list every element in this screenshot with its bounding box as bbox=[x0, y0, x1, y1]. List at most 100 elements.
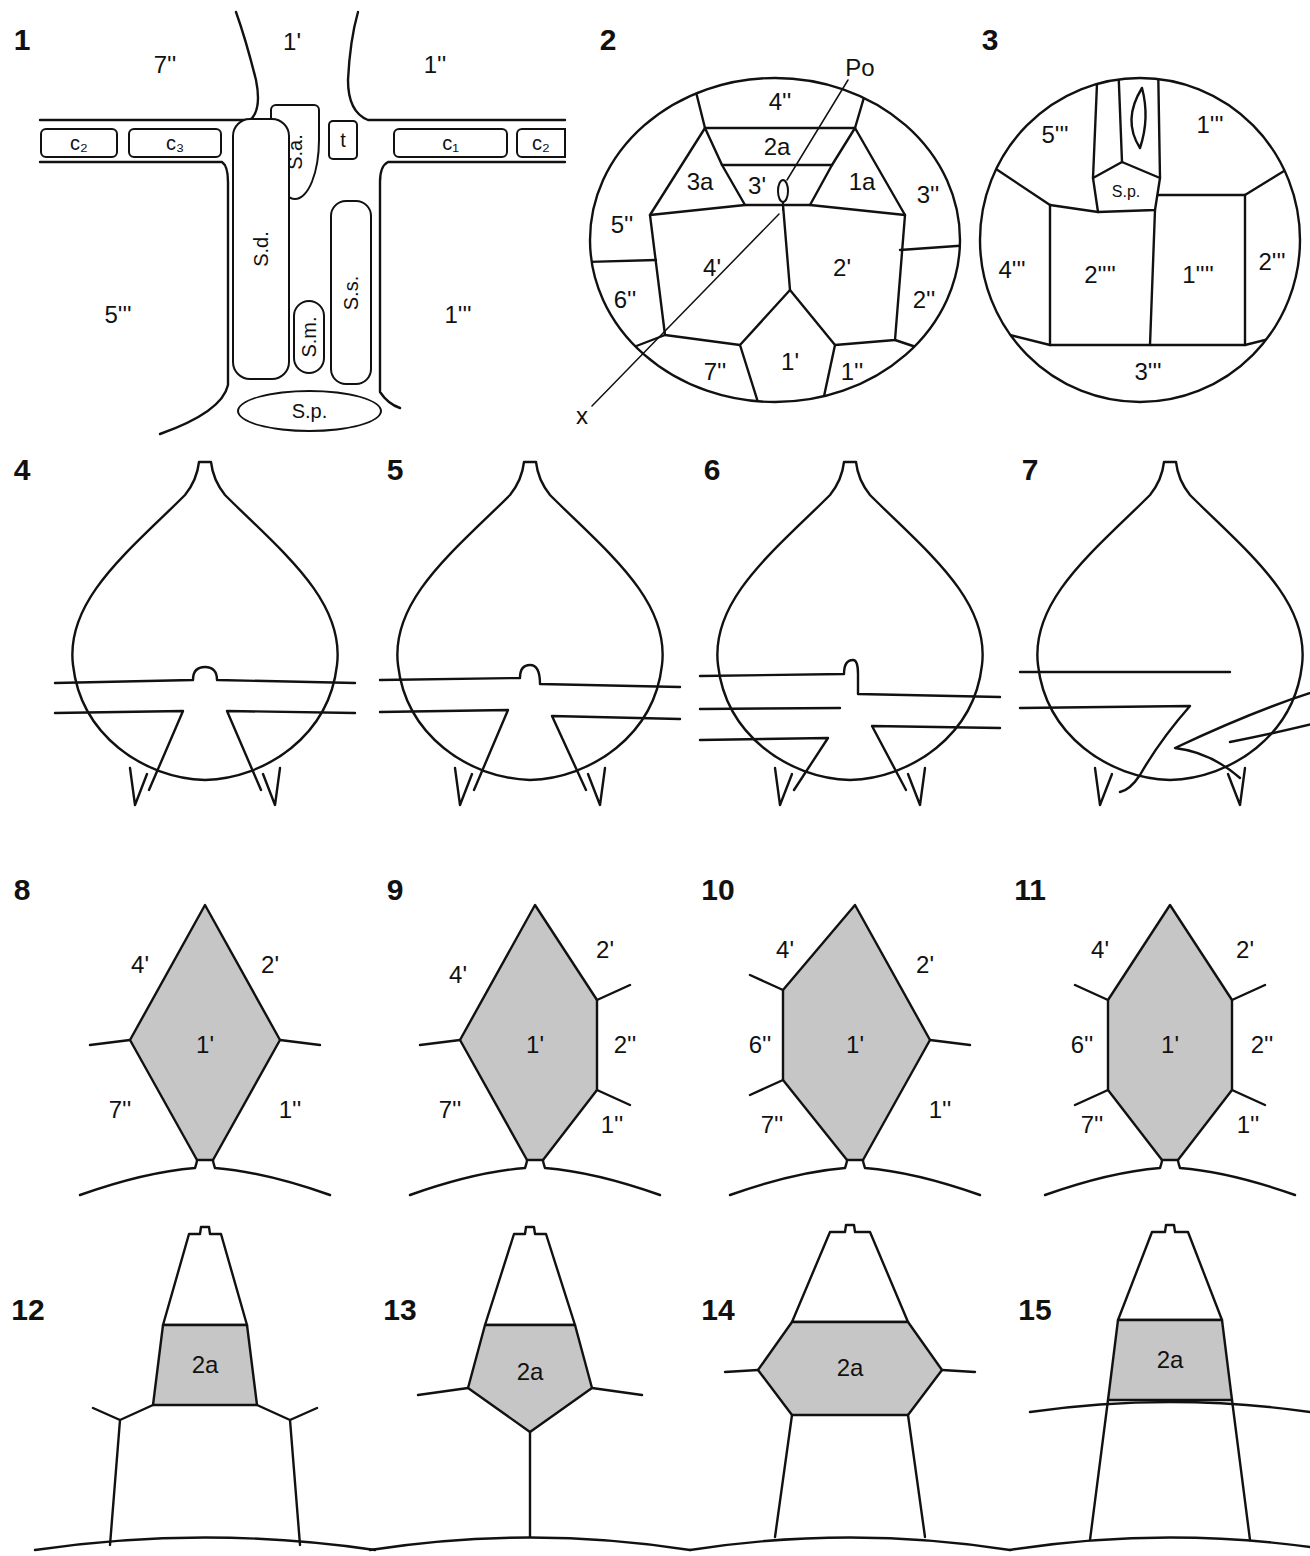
plate-name: S.s. bbox=[341, 275, 361, 309]
plate-name: c₂ bbox=[532, 133, 550, 153]
plate-label: 2'' bbox=[913, 288, 936, 312]
plate-label: 6'' bbox=[749, 1033, 772, 1057]
figure-number: 10 bbox=[701, 875, 734, 905]
figure-number: 2 bbox=[600, 25, 617, 55]
plate-label: 7'' bbox=[761, 1113, 784, 1137]
plate-label: 4' bbox=[703, 256, 721, 280]
plate-label: 2' bbox=[916, 953, 934, 977]
plate-label: 2' bbox=[1236, 938, 1254, 962]
plate-outline bbox=[690, 1225, 1010, 1550]
cell-outline bbox=[55, 462, 355, 805]
hypotheca-drawing bbox=[980, 60, 1305, 402]
figure-number: 15 bbox=[1018, 1295, 1051, 1325]
plate-label: 4' bbox=[1091, 938, 1109, 962]
sulcal-plate: c₁ bbox=[393, 128, 508, 158]
plate-label: 2a bbox=[764, 135, 791, 159]
figure-number: 9 bbox=[387, 875, 404, 905]
plate-label: 3a bbox=[687, 170, 714, 194]
plate-label: 4' bbox=[776, 938, 794, 962]
plate-label: 2a bbox=[1157, 1348, 1184, 1372]
plate-label: 4' bbox=[131, 953, 149, 977]
plate-label: 3'' bbox=[917, 183, 940, 207]
sulcal-plate: c₂ bbox=[40, 128, 118, 158]
plate-label: 4'' bbox=[769, 90, 792, 114]
plate-label: 1a bbox=[849, 170, 876, 194]
sulcus-drawing bbox=[40, 12, 565, 434]
cell-outline bbox=[700, 462, 1000, 805]
plate-label: 5''' bbox=[1041, 123, 1068, 147]
plate-label: 1''' bbox=[1196, 113, 1223, 137]
plate-label: x bbox=[576, 404, 588, 428]
plate-label: S.p. bbox=[1112, 184, 1140, 200]
figure-number: 1 bbox=[14, 25, 31, 55]
plate-outline bbox=[1045, 905, 1295, 1195]
plate-label: 1'' bbox=[424, 53, 447, 77]
sulcal-plate: t bbox=[328, 120, 358, 160]
figure-number: 7 bbox=[1022, 455, 1039, 485]
plate-label: 2a bbox=[517, 1360, 544, 1384]
sulcal-plate: S.d. bbox=[232, 118, 290, 380]
plate-label: 7'' bbox=[109, 1098, 132, 1122]
plate-label: 4' bbox=[449, 963, 467, 987]
plate-label: 2'' bbox=[1251, 1033, 1274, 1057]
plate-label: 6'' bbox=[1071, 1033, 1094, 1057]
figure-number: 14 bbox=[701, 1295, 734, 1325]
cell-outline bbox=[380, 462, 680, 805]
plate-name: c₃ bbox=[166, 133, 184, 153]
sulcal-plate: S.m. bbox=[293, 300, 325, 374]
plate-name: S.m. bbox=[299, 316, 319, 357]
epitheca-drawing bbox=[585, 60, 970, 415]
plate-label: 2a bbox=[837, 1356, 864, 1380]
plate-label: 1'''' bbox=[1182, 263, 1214, 287]
plate-label: 1'' bbox=[841, 360, 864, 384]
plate-label: 7'' bbox=[704, 360, 727, 384]
plate-label: 1' bbox=[1161, 1033, 1179, 1057]
plate-label: 7'' bbox=[439, 1098, 462, 1122]
plate-outline bbox=[370, 1227, 690, 1550]
plate-name: t bbox=[340, 130, 346, 150]
plate-label: 7'' bbox=[1081, 1113, 1104, 1137]
plate-label: 1'' bbox=[601, 1113, 624, 1137]
sulcal-plate: S.s. bbox=[330, 200, 372, 385]
plate-label: 2a bbox=[192, 1353, 219, 1377]
sulcal-plate: S.p. bbox=[237, 390, 382, 432]
plate-label: 6'' bbox=[614, 288, 637, 312]
plate-label: 2' bbox=[833, 256, 851, 280]
plate-label: 2''' bbox=[1258, 250, 1285, 274]
sulcal-plate: c₃ bbox=[128, 128, 222, 158]
plate-name: c₂ bbox=[70, 133, 88, 153]
sulcal-plate: c₂ bbox=[516, 128, 566, 158]
plate-outline bbox=[80, 905, 330, 1195]
figure-number: 12 bbox=[11, 1295, 44, 1325]
figure-number: 13 bbox=[383, 1295, 416, 1325]
figure-number: 11 bbox=[1014, 875, 1046, 905]
plate-outline bbox=[35, 1227, 375, 1550]
plate-label: 4''' bbox=[998, 258, 1025, 282]
plate-label: 2'''' bbox=[1084, 263, 1116, 287]
plate-label: 1' bbox=[526, 1033, 544, 1057]
figure-number: 6 bbox=[704, 455, 721, 485]
plate-name: S.p. bbox=[292, 401, 328, 421]
figure-number: 5 bbox=[387, 455, 404, 485]
plate-label: 5'' bbox=[611, 213, 634, 237]
plate-label: 3' bbox=[748, 174, 766, 198]
plate-outline bbox=[410, 905, 660, 1195]
plate-label: 1' bbox=[283, 30, 301, 54]
plate-label: Po bbox=[845, 56, 874, 80]
plate-label: 1'' bbox=[929, 1098, 952, 1122]
plate-outline bbox=[730, 905, 980, 1195]
plate-name: c₁ bbox=[442, 133, 459, 153]
plate-label: 1'' bbox=[279, 1098, 302, 1122]
figure-number: 3 bbox=[982, 25, 999, 55]
plate-label: 5''' bbox=[104, 303, 131, 327]
plate-label: 1' bbox=[196, 1033, 214, 1057]
plate-label: 1''' bbox=[444, 303, 471, 327]
plate-label: 2' bbox=[261, 953, 279, 977]
plate-label: 1' bbox=[846, 1033, 864, 1057]
plate-label: 3''' bbox=[1134, 360, 1161, 384]
plate-label: 1' bbox=[781, 350, 799, 374]
plate-outline bbox=[1010, 1225, 1310, 1550]
figure-number: 8 bbox=[14, 875, 31, 905]
